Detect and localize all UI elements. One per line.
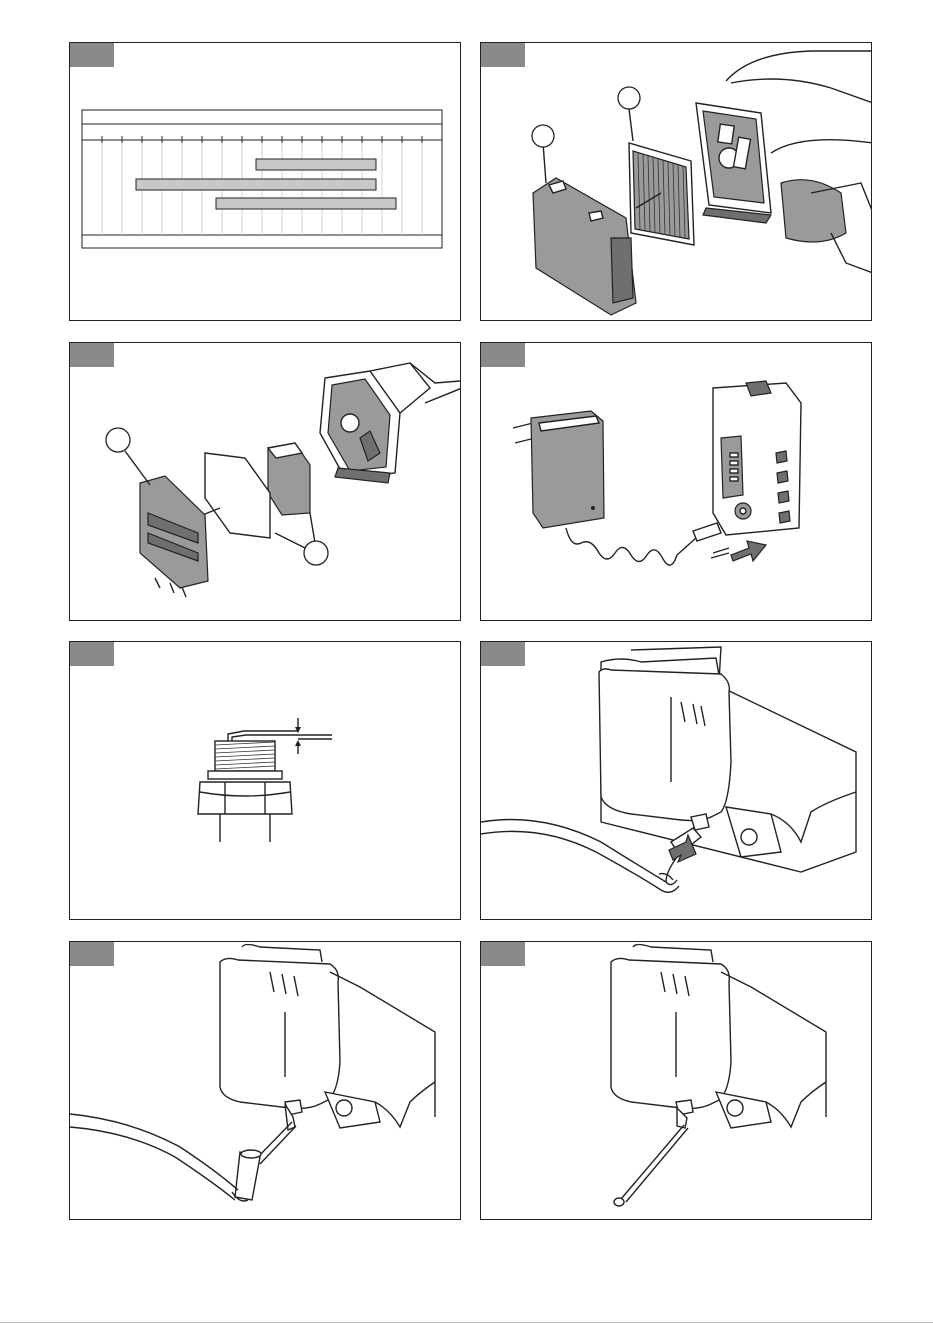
- panel-air-filter: [480, 42, 872, 321]
- chart-bar: [136, 179, 376, 190]
- panel-battery-charger: [480, 342, 872, 621]
- fuel-draining-illustration: [70, 942, 461, 1220]
- chart-bar: [256, 159, 376, 170]
- callout-filter: [618, 87, 640, 109]
- foam-filter-illustration: [70, 343, 461, 621]
- battery-charger-illustration: [481, 343, 872, 621]
- callout-cover: [532, 125, 554, 147]
- panel-fuel-drain-attach: [480, 641, 872, 920]
- panel-fuel-draining: [69, 941, 461, 1220]
- panel-spark-plug: [69, 641, 461, 920]
- panel-drain-screw: [480, 941, 872, 1220]
- air-filter-illustration: [481, 43, 872, 321]
- page-bottom-rule: [0, 1322, 933, 1323]
- drain-screw-illustration: [481, 942, 872, 1220]
- chart-bar: [216, 198, 396, 209]
- callout-cover: [106, 428, 130, 452]
- panel-foam-filter: [69, 342, 461, 621]
- spark-plug-illustration: [70, 642, 461, 920]
- maintenance-schedule-chart: [70, 43, 461, 321]
- fuel-drain-attach-illustration: [481, 642, 872, 920]
- callout-filter: [304, 541, 328, 565]
- panel-maintenance-schedule: [69, 42, 461, 321]
